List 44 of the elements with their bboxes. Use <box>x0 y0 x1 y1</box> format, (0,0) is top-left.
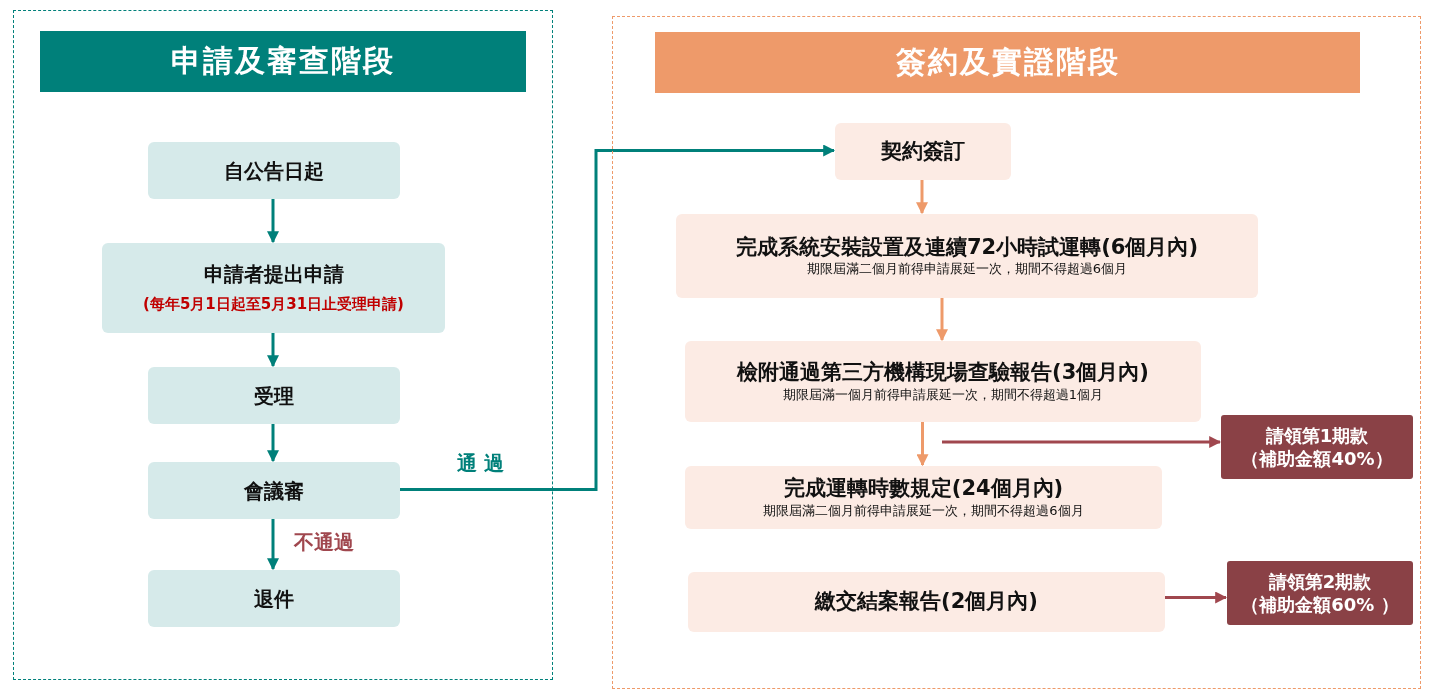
step-note: （補助金額40%） <box>1241 447 1393 471</box>
step-title: 請領第2期款 <box>1268 569 1372 593</box>
step-note: 期限屆滿二個月前得申請展延一次，期間不得超過6個月 <box>763 502 1084 520</box>
process-box <box>688 572 1165 632</box>
step-title: 退件 <box>254 585 294 612</box>
step-title: 完成系統安裝設置及連續72小時試運轉(6個月內) <box>736 233 1198 261</box>
step-title: 申請者提出申請 <box>203 261 344 288</box>
stage-heading: 簽約及實證階段 <box>655 32 1360 93</box>
payment-box <box>1227 561 1413 625</box>
step-title: 完成運轉時數規定(24個月內) <box>783 475 1064 503</box>
step-title: 請領第1期款 <box>1265 423 1369 447</box>
arrow <box>267 198 279 244</box>
process-box <box>676 214 1258 298</box>
process-box <box>835 123 1011 180</box>
process-box <box>148 367 400 424</box>
arrow <box>1164 591 1228 604</box>
process-box <box>102 243 445 333</box>
dashed-group-frame <box>612 16 1421 689</box>
process-box <box>148 142 400 199</box>
step-note: （補助金額60% ） <box>1241 593 1399 617</box>
arrow <box>399 144 836 491</box>
step-note: 期限屆滿一個月前得申請展延一次，期間不得超過1個月 <box>782 386 1104 404</box>
arrow <box>936 297 948 342</box>
process-box <box>685 341 1201 422</box>
step-title: 契約簽訂 <box>881 137 965 165</box>
process-box <box>148 570 400 627</box>
step-title: 檢附通過第三方機構現場查驗報告(3個月內) <box>737 359 1149 387</box>
step-title: 受理 <box>254 382 294 409</box>
dashed-group-frame <box>13 10 553 680</box>
stage-heading: 申請及審查階段 <box>40 31 526 92</box>
arrow <box>267 332 279 368</box>
arrow <box>916 179 928 215</box>
arrow <box>267 423 279 463</box>
process-box <box>685 466 1162 529</box>
step-note: 期限屆滿二個月前得申請展延一次，期間不得超過6個月 <box>806 261 1128 279</box>
step-title: 自公告日起 <box>224 157 324 184</box>
arrow <box>916 421 929 467</box>
step-title: 會議審 <box>244 477 304 504</box>
step-note: (每年5月1日起至5月31日止受理申請) <box>143 295 404 315</box>
process-box <box>148 462 400 519</box>
step-title: 繳交結案報告(2個月內) <box>815 588 1038 616</box>
arrow <box>942 436 1222 448</box>
payment-box <box>1221 415 1413 479</box>
arrow <box>267 518 279 571</box>
